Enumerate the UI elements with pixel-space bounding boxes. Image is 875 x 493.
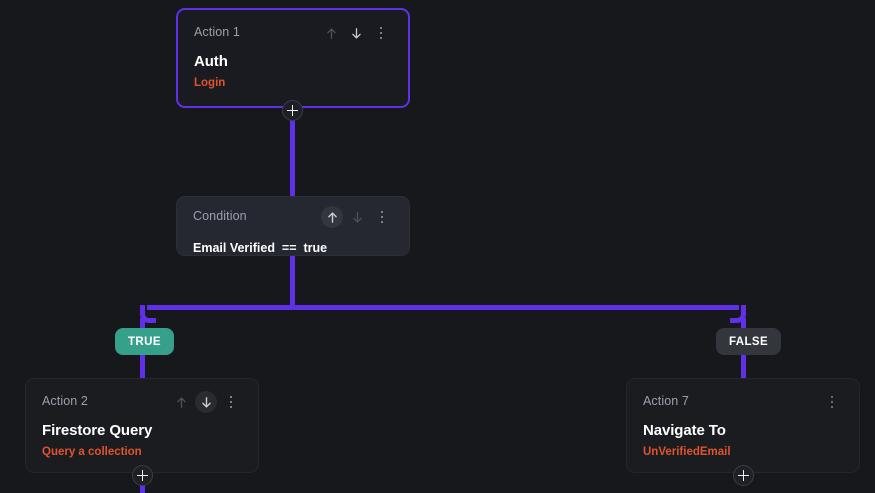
node-action-1-controls[interactable] (320, 22, 392, 44)
node-action-2-controls[interactable] (170, 391, 242, 413)
node-action-7-title: Navigate To (643, 422, 726, 439)
node-condition-controls[interactable] (321, 206, 393, 228)
node-action-1-subtitle: Login (194, 77, 226, 89)
arrow-down-icon[interactable] (346, 206, 368, 228)
node-action-1-kind: Action 1 (194, 25, 240, 39)
node-action-2-subtitle: Query a collection (42, 446, 142, 458)
connector-elbow-false (730, 305, 746, 323)
arrow-up-icon[interactable] (170, 391, 192, 413)
node-action-7-header: Action 7 (643, 393, 843, 413)
add-node-after-action-7[interactable] (733, 465, 754, 486)
kebab-menu-icon[interactable] (370, 22, 392, 44)
connector-elbow-true (140, 305, 156, 323)
node-action-2-header: Action 2 (42, 391, 242, 413)
connector-branch-horizontal (147, 305, 739, 310)
node-action-7-subtitle: UnVerifiedEmail (643, 446, 731, 458)
branch-label-true[interactable]: TRUE (115, 328, 174, 355)
node-action-7-controls[interactable] (821, 391, 843, 413)
arrow-up-icon[interactable] (321, 206, 343, 228)
branch-label-false[interactable]: FALSE (716, 328, 782, 355)
connector-action1-to-condition (290, 104, 295, 196)
add-node-after-action-2[interactable] (132, 465, 153, 486)
node-condition[interactable]: Condition (176, 196, 410, 256)
kebab-menu-icon[interactable] (220, 391, 242, 413)
node-action-1-header: Action 1 (194, 24, 392, 44)
node-action-2-title: Firestore Query (42, 422, 153, 439)
connector-condition-to-branch (290, 255, 295, 310)
arrow-down-icon[interactable] (195, 391, 217, 413)
node-action-7-kind: Action 7 (643, 394, 689, 408)
kebab-menu-icon[interactable] (371, 206, 393, 228)
node-action-7[interactable]: Action 7 Navigate To UnVerifiedEmail (626, 378, 860, 473)
kebab-menu-icon[interactable] (821, 391, 843, 413)
node-action-1[interactable]: Action 1 (176, 8, 410, 108)
node-condition-header: Condition (193, 206, 393, 228)
node-condition-kind: Condition (193, 209, 247, 223)
connector-action2-continue (140, 482, 145, 493)
arrow-down-icon[interactable] (345, 22, 367, 44)
add-node-after-action-1[interactable] (282, 100, 303, 121)
node-action-1-title: Auth (194, 53, 228, 70)
node-action-2-kind: Action 2 (42, 394, 88, 408)
node-condition-expression: Email Verified == true (193, 241, 328, 255)
arrow-up-icon[interactable] (320, 22, 342, 44)
node-action-2[interactable]: Action 2 (25, 378, 259, 473)
